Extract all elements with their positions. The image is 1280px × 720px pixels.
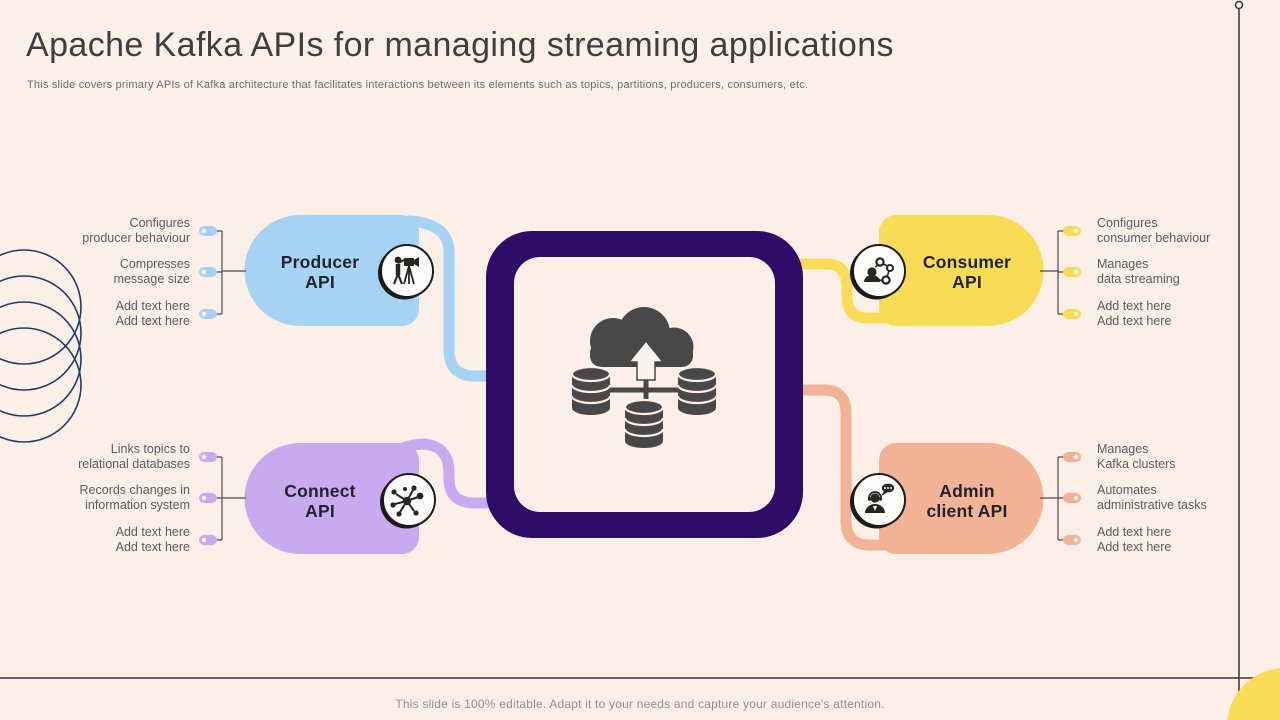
videographer-icon [378, 244, 434, 300]
upload-arrow [627, 339, 665, 381]
bullet-producer-1: Configures producer behaviour [82, 216, 190, 245]
cloud-database-upload-icon [570, 307, 718, 448]
consumer-connector [786, 258, 896, 324]
icon-badges [378, 244, 906, 529]
bullet-admin-1: Manages Kafka clusters [1097, 442, 1176, 471]
producer-connector [404, 215, 504, 382]
user-network-icon [850, 244, 906, 300]
bullet-connect-3: Add text here Add text here [115, 525, 190, 554]
api-label-consumer: Consumer API [922, 252, 1012, 292]
decorative-rings [0, 249, 82, 443]
bullet-markers [199, 226, 1081, 545]
producer-pill [244, 215, 419, 326]
corner-accent-circle [1227, 668, 1280, 720]
admin-pill [879, 443, 1044, 554]
api-label-connect: Connect API [284, 481, 356, 521]
bullet-admin-3: Add text here Add text here [1097, 525, 1172, 554]
bullet-consumer-1: Configures consumer behaviour [1097, 216, 1211, 245]
bullet-connect-2: Records changes in information system [79, 483, 190, 512]
bullet-producer-2: Compresses message size [113, 257, 190, 286]
bullet-producer-3: Add text here Add text here [115, 299, 190, 328]
connect-connector [394, 438, 504, 509]
hub-connections-icon [380, 473, 436, 529]
bullet-admin-2: Automates administrative tasks [1097, 483, 1207, 512]
consumer-pill [879, 215, 1044, 326]
connect-pill [244, 443, 419, 554]
bullet-connect-1: Links topics to relational databases [78, 442, 190, 471]
bullet-consumer-2: Manages data streaming [1097, 257, 1180, 286]
slide-subtitle: This slide covers primary APIs of Kafka … [27, 79, 809, 91]
slide-footer-note: This slide is 100% editable. Adapt it to… [395, 697, 885, 711]
api-label-producer: Producer API [280, 252, 360, 292]
api-label-admin: Admin client API [926, 481, 1008, 521]
admin-connector [786, 384, 896, 551]
database-cylinders [570, 365, 718, 448]
slide-title: Apache Kafka APIs for managing streaming… [26, 26, 894, 64]
support-agent-icon [850, 473, 906, 529]
bullet-consumer-3: Add text here Add text here [1097, 299, 1172, 328]
